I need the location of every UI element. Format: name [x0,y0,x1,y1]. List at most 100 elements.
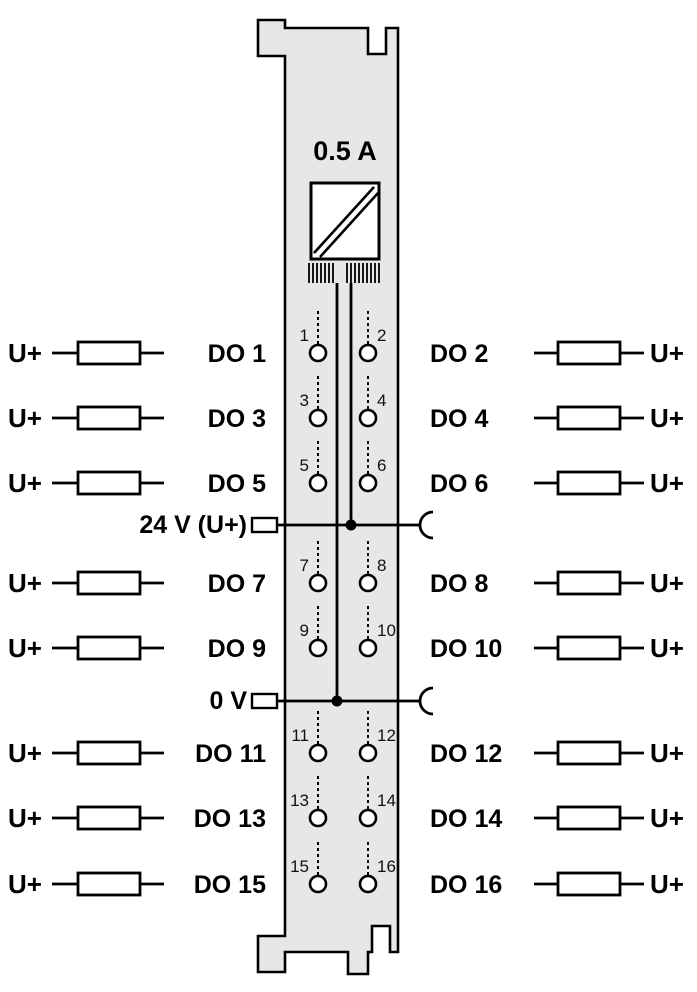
u-plus-label-right: U+ [650,338,684,368]
pin-number-left: 11 [291,726,309,745]
fuse-diagonal [319,192,379,258]
load-symbol-left [76,635,142,661]
u-plus-label-left: U+ [8,738,42,768]
load-symbol-right [556,570,622,596]
u-plus-label-right: U+ [650,738,684,768]
load-symbol-left [76,805,142,831]
pin-number-left: 15 [290,857,309,876]
pin-number-right: 12 [377,726,396,745]
fuse-diagonal [313,186,375,254]
load-symbol-left [76,740,142,766]
load-symbol-right [556,740,622,766]
pin-number-right: 2 [377,326,386,345]
pin-number-left: 9 [300,621,309,640]
channel-row: U+ DO 7 7 8 DO 8 U+ [8,541,684,598]
terminal-left [308,473,328,493]
current-rating-label: 0.5 A [313,136,377,166]
terminal-left [308,573,328,593]
do-label-left: DO 7 [208,570,266,598]
channel-row: U+ DO 3 3 4 DO 4 U+ [8,376,684,433]
do-label-right: DO 16 [430,871,502,899]
terminal-right [358,808,378,828]
pin-number-left: 1 [300,326,309,345]
u-plus-label-left: U+ [8,338,42,368]
terminal-right [358,743,378,763]
terminal-right [358,473,378,493]
terminal-left [308,343,328,363]
terminal-right [358,638,378,658]
pin-number-right: 8 [377,556,386,575]
u-plus-label-left: U+ [8,568,42,598]
channel-row: U+ DO 15 15 16 DO 16 U+ [8,842,684,899]
do-label-left: DO 13 [194,805,266,833]
supply-rail-0v: 0 V [209,686,434,716]
do-label-left: DO 1 [208,340,266,368]
do-label-left: DO 11 [195,740,266,768]
load-symbol-right [556,635,622,661]
terminal-right [358,408,378,428]
do-label-right: DO 8 [430,570,488,598]
terminal-left [308,874,328,894]
load-symbol-right [556,340,622,366]
fuse-symbol [309,181,381,261]
u-plus-label-left: U+ [8,468,42,498]
zero-volt-connector [250,692,279,710]
pin-number-right: 10 [377,621,396,640]
u-plus-label-right: U+ [650,633,684,663]
supply-connector [250,516,279,534]
load-symbol-right [556,871,622,897]
do-label-left: DO 3 [208,405,266,433]
terminal-left [308,743,328,763]
pin-number-left: 5 [300,456,309,475]
terminal-right [358,343,378,363]
load-symbol-left [76,871,142,897]
u-plus-label-left: U+ [8,803,42,833]
u-plus-label-right: U+ [650,869,684,899]
power-jumper-contact [418,510,434,540]
u-plus-label-right: U+ [650,468,684,498]
channel-row: U+ DO 11 11 12 DO 12 U+ [8,711,684,768]
terminal-left [308,808,328,828]
do-label-left: DO 15 [194,871,266,899]
pin-number-left: 7 [300,556,309,575]
load-symbol-left [76,340,142,366]
u-plus-label-left: U+ [8,869,42,899]
channel-row: U+ DO 5 5 6 DO 6 U+ [8,441,684,498]
u-plus-label-right: U+ [650,803,684,833]
u-plus-label-left: U+ [8,633,42,663]
channel-row: U+ DO 1 1 2 DO 2 U+ [8,311,684,368]
pin-number-right: 6 [377,456,386,475]
connector-comb [308,263,380,283]
do-label-right: DO 14 [430,805,502,833]
pin-number-right: 4 [377,391,386,410]
channel-row: U+ DO 13 13 14 DO 14 U+ [8,776,684,833]
u-plus-label-left: U+ [8,403,42,433]
load-symbol-left [76,470,142,496]
pin-number-right: 14 [377,791,396,810]
channel-rows: U+ DO 1 1 2 DO 2 U+ U+ DO 3 3 4 [8,311,684,899]
power-jumper-contact [418,686,434,716]
load-symbol-right [556,470,622,496]
do-label-left: DO 9 [208,635,266,663]
u-plus-label-right: U+ [650,403,684,433]
load-symbol-left [76,405,142,431]
do-label-right: DO 4 [430,405,488,433]
do-label-right: DO 2 [430,340,488,368]
load-symbol-left [76,570,142,596]
load-symbol-right [556,805,622,831]
do-label-right: DO 12 [430,740,502,768]
pin-number-left: 3 [300,391,309,410]
pin-number-left: 13 [290,791,309,810]
do-label-right: DO 10 [430,635,502,663]
terminal-left [308,638,328,658]
do-label-left: DO 5 [208,470,266,498]
terminal-right [358,573,378,593]
junction-dot-24v [345,519,357,531]
zero-volt-label: 0 V [209,687,247,715]
do-label-right: DO 6 [430,470,488,498]
u-plus-label-right: U+ [650,568,684,598]
terminal-left [308,408,328,428]
pin-number-right: 16 [377,857,396,876]
terminal-right [358,874,378,894]
